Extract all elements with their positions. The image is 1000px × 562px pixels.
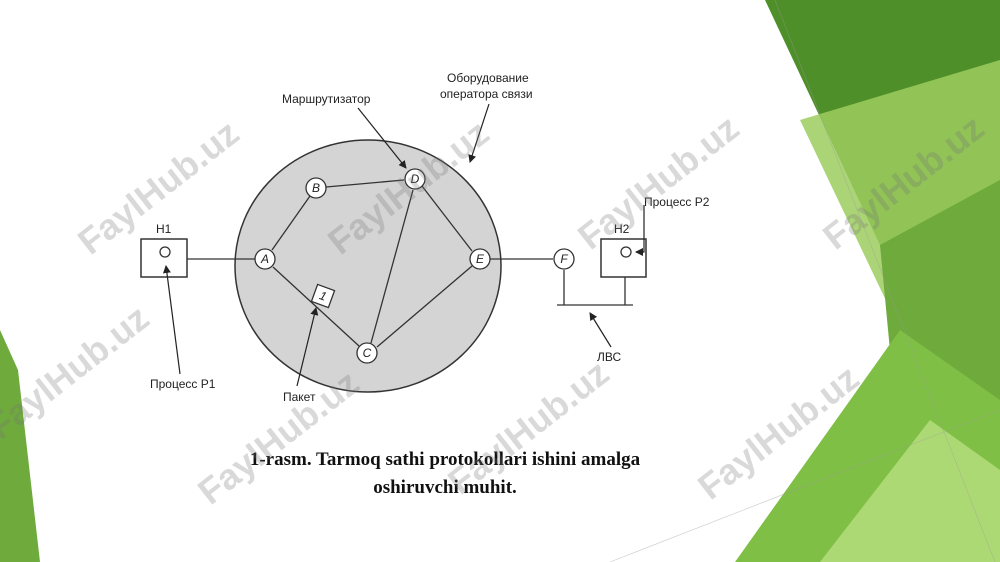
packet-label: Пакет (283, 390, 316, 404)
node-d: D (404, 168, 426, 190)
arrow-router (357, 107, 407, 169)
link-d-c (370, 189, 414, 344)
figure-caption: 1-rasm. Tarmoq sathi protokollari ishini… (150, 446, 740, 502)
svg-text:A: A (260, 252, 269, 266)
thin-line-2 (609, 409, 1000, 562)
operator-label-line1: Оборудование (447, 71, 529, 85)
link-c-e (376, 265, 473, 348)
caption-line-1: 1-rasm. Tarmoq sathi protokollari ishini… (249, 449, 641, 470)
thin-line-1 (774, 0, 996, 562)
caption-line-2: oshiruvchi muhit. (373, 477, 517, 498)
host-h2: H2 (600, 222, 647, 278)
arrow-lan (589, 312, 612, 348)
node-a: A (254, 248, 276, 270)
svg-text:B: B (312, 181, 320, 195)
host-h1-label: H1 (156, 222, 172, 236)
node-c: C (356, 342, 378, 364)
node-b: B (305, 177, 327, 199)
svg-text:C: C (363, 346, 372, 360)
link-a-c (272, 266, 360, 347)
packet-icon: 1 (310, 283, 336, 309)
host-h2-label: H2 (614, 222, 630, 236)
process-p2-circle (620, 246, 632, 258)
svg-text:1: 1 (317, 288, 328, 303)
lan-label: ЛВС (597, 350, 621, 364)
node-f: F (553, 248, 575, 270)
operator-label-line2: оператора связи (440, 87, 533, 101)
process-p2-label: Процесс P2 (644, 195, 710, 209)
host-h1: H1 (140, 222, 188, 278)
green-shape-left (0, 330, 40, 562)
link-d-e (421, 185, 473, 252)
green-shape-bottom-light (820, 420, 1000, 562)
router-label: Маршрутизатор (282, 92, 371, 106)
arrow-operator (468, 103, 490, 163)
process-p1-label: Процесс P1 (150, 377, 216, 391)
svg-text:E: E (476, 252, 485, 266)
arrow-process-p1 (162, 265, 181, 375)
link-b-d (325, 179, 405, 188)
svg-text:D: D (411, 172, 420, 186)
arrow-process-p2 (635, 205, 645, 256)
link-a-b (271, 195, 311, 251)
process-p1-circle (159, 246, 171, 258)
arrow-packet (296, 307, 319, 387)
svg-text:F: F (560, 252, 568, 266)
node-e: E (469, 248, 491, 270)
